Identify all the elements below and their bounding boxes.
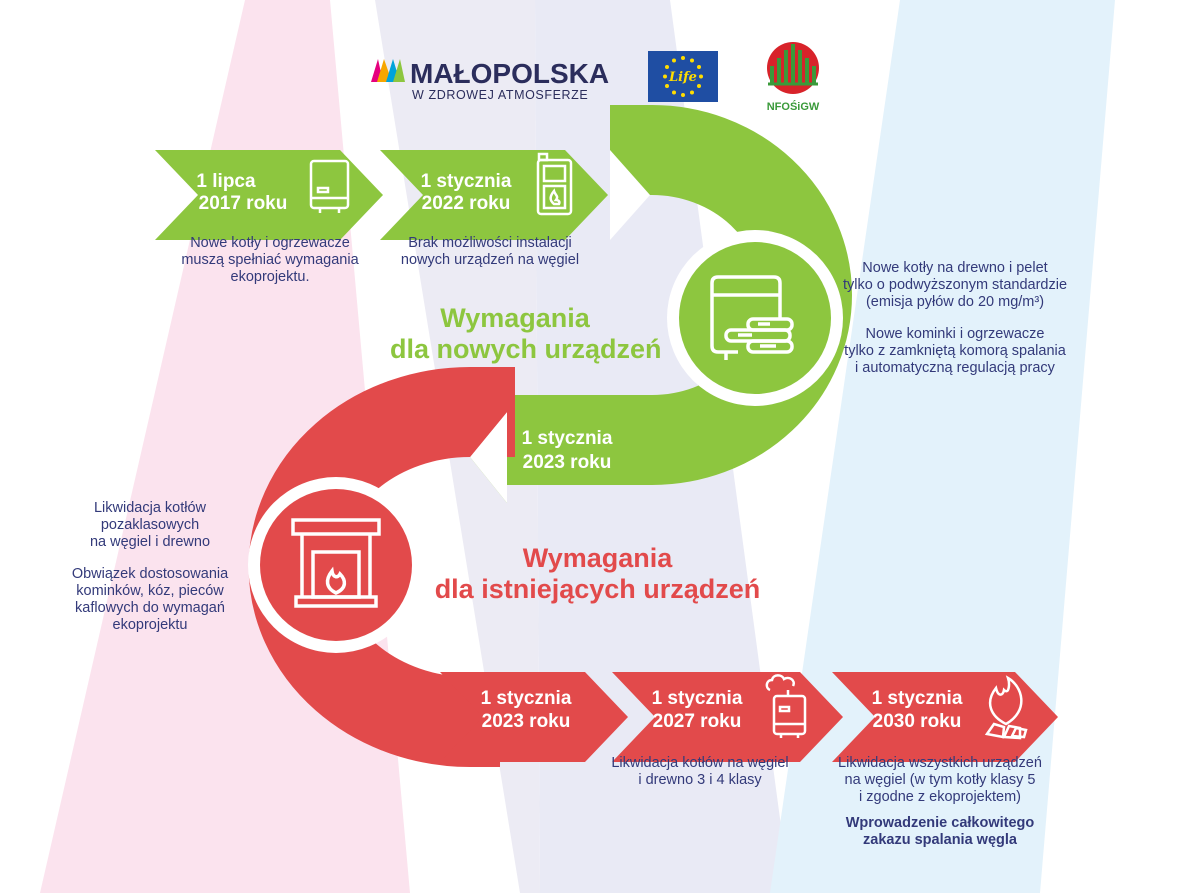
- red-loop-cutout: [470, 412, 507, 503]
- nfosigw-logo: NFOŚiGW: [767, 42, 820, 113]
- existing-devices-title-line2: dla istniejących urządzeń: [434, 574, 761, 604]
- boiler-icon: [309, 159, 350, 213]
- desc-line: Brak możliwości instalacji: [408, 235, 572, 251]
- milestone-2022-line1: 1 stycznia: [421, 171, 512, 192]
- desc-line: Obwiązek dostosowania: [71, 566, 229, 582]
- milestone-chevron-2027: [612, 672, 843, 762]
- green-loop-notch: [610, 150, 650, 240]
- desc-line: ekoprojektu: [112, 617, 188, 633]
- desc-line: Likwidacja wszystkich urządzeń: [838, 755, 1042, 771]
- desc-line: na węgiel (w tym kotły klasy 5: [844, 772, 1036, 788]
- desc-line: kaflowych do wymagań: [75, 600, 225, 616]
- desc-line: pozaklasowych: [100, 517, 200, 533]
- desc-line: tylko o podwyższonym standardzie: [842, 277, 1068, 293]
- desc-line: Likwidacja kotłów: [93, 500, 207, 516]
- existing-devices-side-text-1: Likwidacja kotłów pozaklasowych na węgie…: [50, 500, 250, 551]
- milestone-2017-line2: 2017 roku: [199, 193, 288, 214]
- milestone-2017-description: Nowe kotły i ogrzewacze muszą spełniać w…: [160, 235, 380, 286]
- desc-line: i drewno 3 i 4 klasy: [638, 772, 762, 788]
- milestone-2030-line1: 1 stycznia: [872, 688, 963, 709]
- milestone-2022-description: Brak możliwości instalacji nowych urządz…: [380, 235, 600, 269]
- milestone-2027-line2: 2027 roku: [653, 711, 742, 732]
- desc-line: i automatyczną regulacją pracy: [855, 360, 1055, 376]
- milestone-2023-existing-line2: 2023 roku: [482, 711, 571, 732]
- flame-coal-icon: [984, 675, 1028, 740]
- desc-line: Wprowadzenie całkowitego: [845, 815, 1035, 831]
- existing-devices-title-line1: Wymagania: [522, 543, 673, 573]
- malopolska-logo-text: MAŁOPOLSKA: [410, 58, 609, 89]
- milestone-2023-new-line1: 1 stycznia: [522, 428, 613, 449]
- red-circle: [260, 489, 412, 641]
- smoking-boiler-icon: [765, 674, 807, 738]
- desc-line: Likwidacja kotłów na węgiel: [611, 755, 789, 771]
- milestone-2023-existing-line1: 1 stycznia: [481, 688, 572, 709]
- fireplace-icon: [291, 518, 381, 608]
- milestone-2030-description: Likwidacja wszystkich urządzeń na węgiel…: [820, 755, 1060, 806]
- desc-line: tylko z zamkniętą komorą spalania: [844, 343, 1066, 359]
- red-loop-arrowhead: [440, 412, 507, 457]
- desc-line: kominków, kóz, pieców: [76, 583, 224, 599]
- desc-line: Nowe kotły na drewno i pelet: [862, 260, 1048, 276]
- malopolska-logo-mark: [371, 59, 405, 82]
- desc-line: muszą spełniać wymagania: [181, 252, 359, 268]
- milestone-2027-line1: 1 stycznia: [652, 688, 743, 709]
- wood-boiler-icon: [710, 275, 794, 360]
- desc-line: Nowe kotły i ogrzewacze: [190, 235, 350, 251]
- coal-ban-note: Wprowadzenie całkowitego zakazu spalania…: [820, 815, 1060, 849]
- desc-line: na węgiel i drewno: [89, 534, 211, 550]
- desc-line: ekoprojektu.: [230, 269, 310, 285]
- new-devices-title-line2: dla nowych urządzeń: [390, 334, 662, 364]
- desc-line: nowych urządzeń na węgiel: [400, 252, 580, 268]
- desc-line: zakazu spalania węgla: [863, 832, 1017, 848]
- bg-blue-stripe: [770, 0, 1115, 893]
- milestone-2017-line1: 1 lipca: [196, 171, 256, 192]
- new-devices-title: Wymagania dla nowych urządzeń: [390, 303, 662, 365]
- new-devices-side-text-2: Nowe kominki i ogrzewacze tylko z zamkni…: [835, 326, 1075, 377]
- existing-devices-side-text-2: Obwiązek dostosowania kominków, kóz, pie…: [50, 566, 250, 634]
- milestone-2030-line2: 2030 roku: [873, 711, 962, 732]
- milestone-2023-new-line2: 2023 roku: [523, 452, 612, 473]
- desc-line: (emisja pyłów do 20 mg/m³): [865, 294, 1045, 310]
- malopolska-tagline: W ZDROWEJ ATMOSFERZE: [412, 88, 588, 102]
- new-devices-side-text-1: Nowe kotły na drewno i pelet tylko o pod…: [835, 260, 1075, 311]
- new-devices-title-line1: Wymagania: [440, 303, 590, 333]
- milestone-2027-description: Likwidacja kotłów na węgiel i drewno 3 i…: [590, 755, 810, 789]
- eu-life-logo: Life: [648, 51, 718, 102]
- eu-life-logo-text: Life: [668, 70, 697, 85]
- milestone-chevron-2017: [155, 150, 383, 240]
- desc-line: Nowe kominki i ogrzewacze: [865, 326, 1045, 342]
- nfosigw-logo-text: NFOŚiGW: [767, 100, 820, 113]
- milestone-chevron-2023-existing: [440, 672, 628, 762]
- milestone-chevron-2022: [380, 150, 608, 240]
- milestone-2022-line2: 2022 roku: [422, 193, 511, 214]
- coal-stove-icon: [536, 152, 573, 216]
- desc-line: i zgodne z ekoprojektem): [859, 789, 1021, 805]
- existing-devices-title: Wymagania dla istniejących urządzeń: [420, 543, 775, 605]
